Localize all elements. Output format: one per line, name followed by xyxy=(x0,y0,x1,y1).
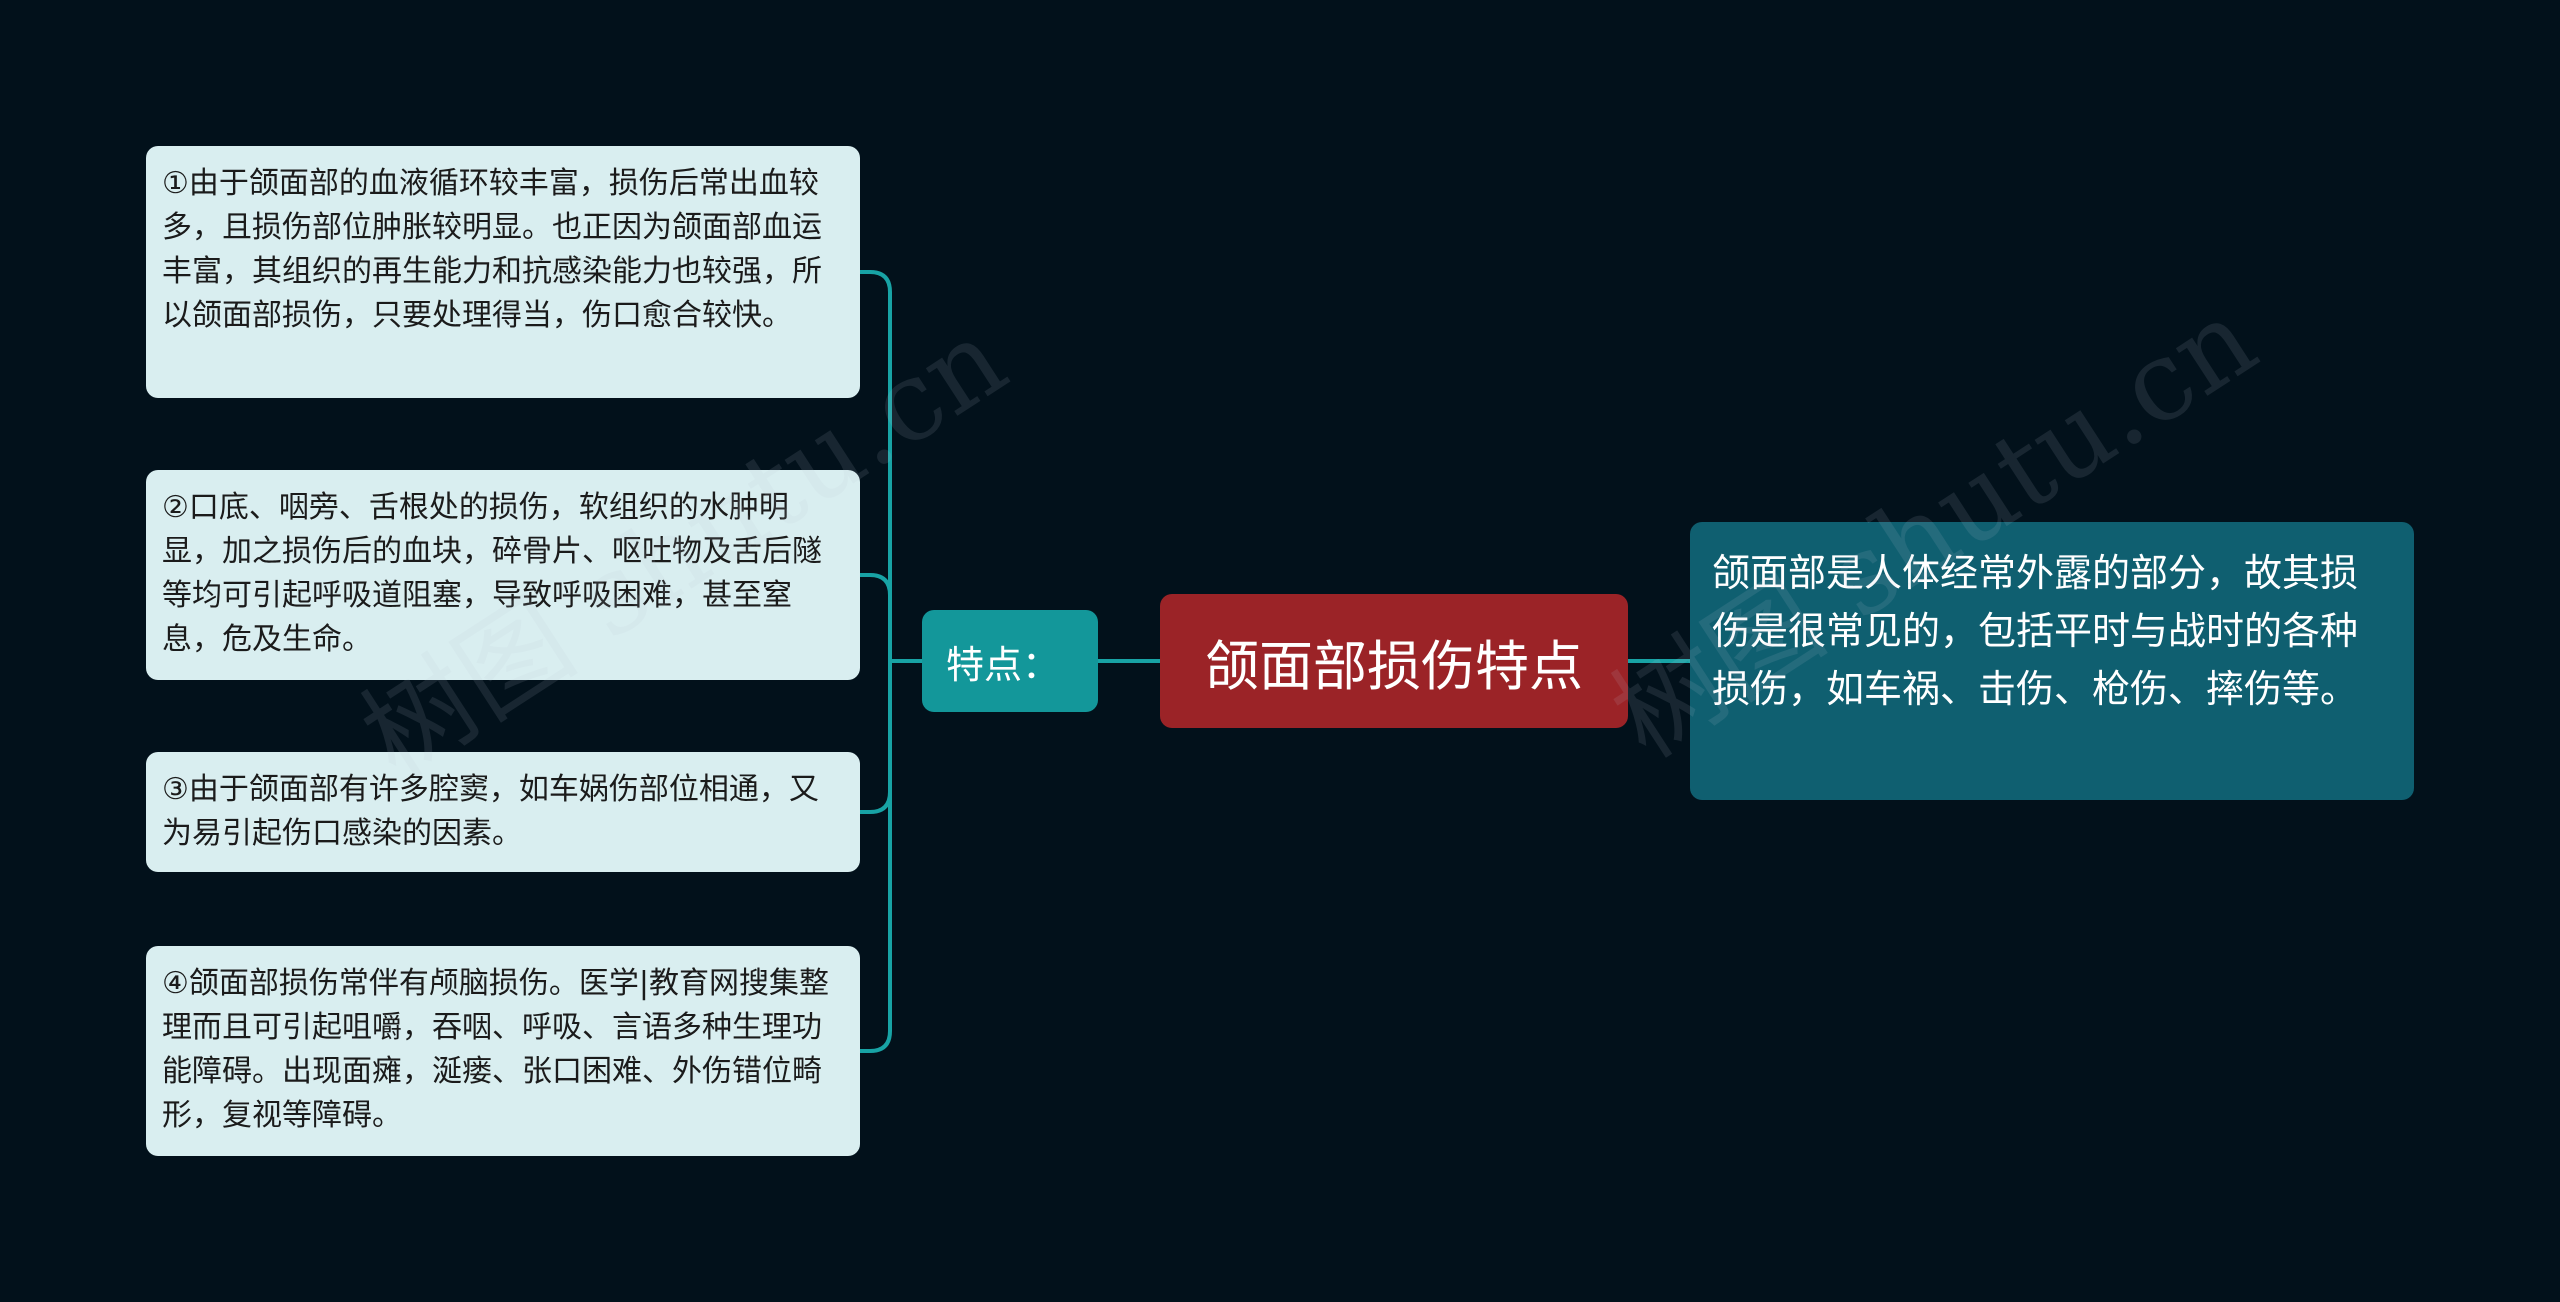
connector-leaf-3 xyxy=(858,659,892,814)
connector-leaf-1 xyxy=(858,270,892,663)
leaf-text-1: ①由于颌面部的血液循环较丰富，损伤后常出血较多，且损伤部位肿胀较明显。也正因为颌… xyxy=(162,166,822,333)
leaf-text-4: ④颌面部损伤常伴有颅脑损伤。医学|教育网搜集整理而且可引起咀嚼，吞咽、呼吸、言语… xyxy=(162,966,830,1133)
leaf-node-3[interactable]: ③由于颌面部有许多腔窦，如车娲伤部位相通，又为易引起伤口感染的因素。 xyxy=(146,752,860,872)
leaf-node-1[interactable]: ①由于颌面部的血液循环较丰富，损伤后常出血较多，且损伤部位肿胀较明显。也正因为颌… xyxy=(146,146,860,398)
leaf-node-2[interactable]: ②口底、咽旁、舌根处的损伤，软组织的水肿明显，加之损伤后的血块，碎骨片、呕吐物及… xyxy=(146,470,860,680)
leaf-text-3: ③由于颌面部有许多腔窦，如车娲伤部位相通，又为易引起伤口感染的因素。 xyxy=(162,772,819,851)
branch-label: 特点： xyxy=(946,642,1061,687)
connector-leaf-4 xyxy=(858,659,892,1053)
leaf-text-2: ②口底、咽旁、舌根处的损伤，软组织的水肿明显，加之损伤后的血块，碎骨片、呕吐物及… xyxy=(162,490,822,657)
connector-leaf-2 xyxy=(858,573,892,663)
description-node[interactable]: 颌面部是人体经常外露的部分，故其损伤是很常见的，包括平时与战时的各种损伤，如车祸… xyxy=(1690,522,2414,800)
branch-node-features[interactable]: 特点： xyxy=(922,610,1098,712)
leaf-node-4[interactable]: ④颌面部损伤常伴有颅脑损伤。医学|教育网搜集整理而且可引起咀嚼，吞咽、呼吸、言语… xyxy=(146,946,860,1156)
root-label: 颌面部损伤特点 xyxy=(1205,634,1583,698)
description-text: 颌面部是人体经常外露的部分，故其损伤是很常见的，包括平时与战时的各种损伤，如车祸… xyxy=(1712,551,2359,711)
root-node[interactable]: 颌面部损伤特点 xyxy=(1160,594,1628,728)
